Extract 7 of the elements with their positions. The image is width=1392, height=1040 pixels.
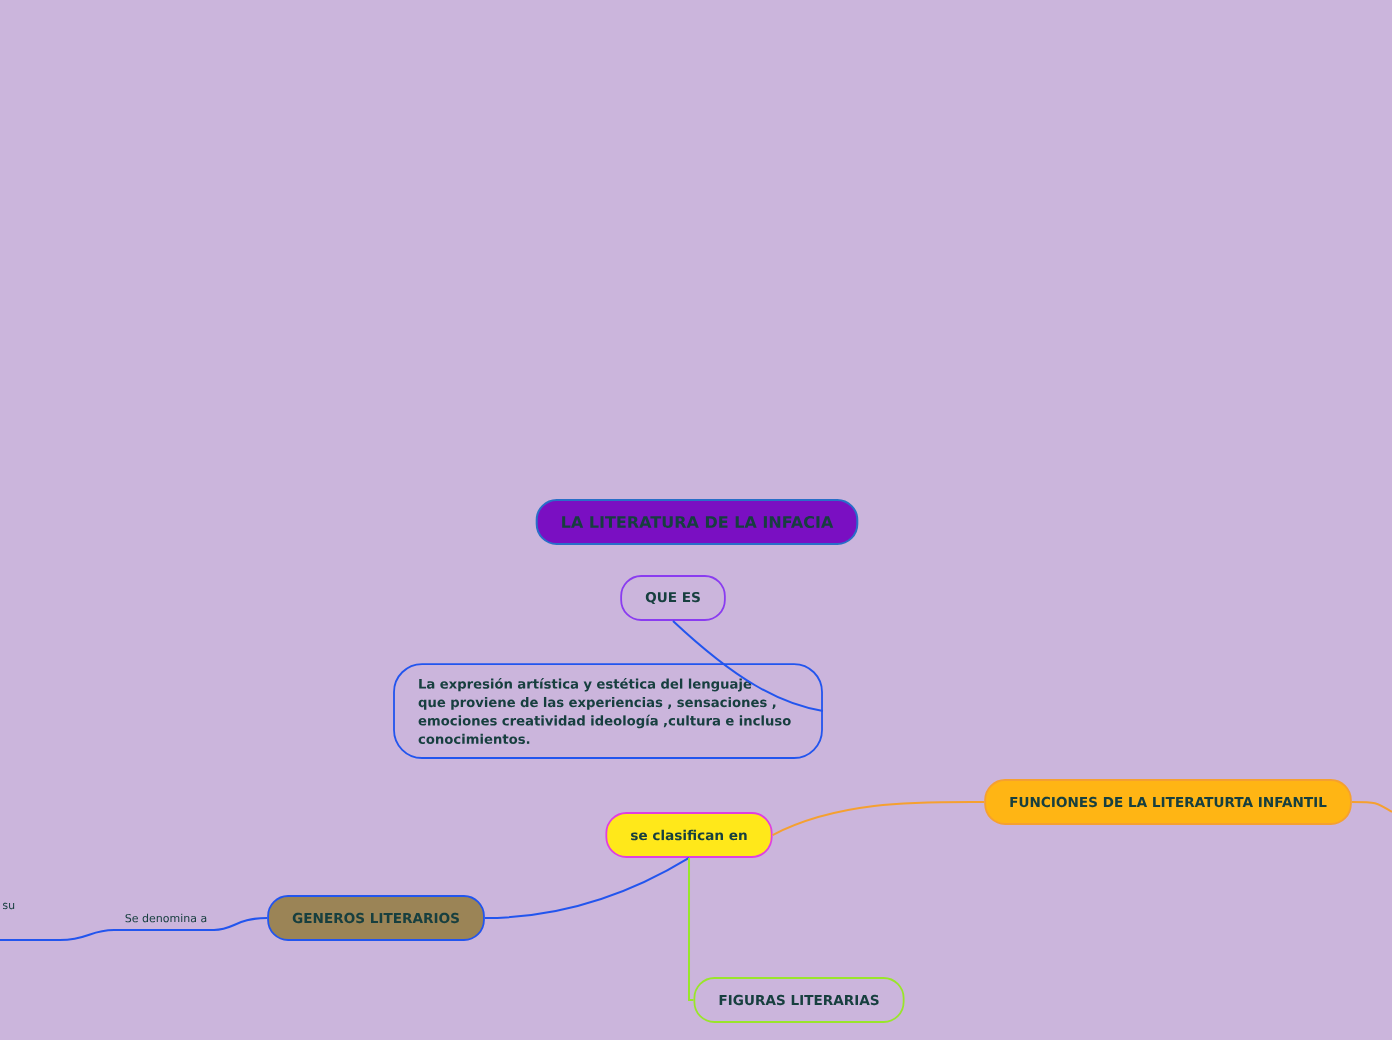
- connector-line: [688, 856, 695, 1001]
- connector-line: [1350, 801, 1392, 813]
- connector-line: [771, 801, 986, 836]
- connector-line: [0, 917, 269, 941]
- connector-line: [672, 619, 824, 712]
- title-box: LA LITERATURA DE LA INFACIA: [535, 499, 859, 545]
- connector-line: [483, 856, 690, 919]
